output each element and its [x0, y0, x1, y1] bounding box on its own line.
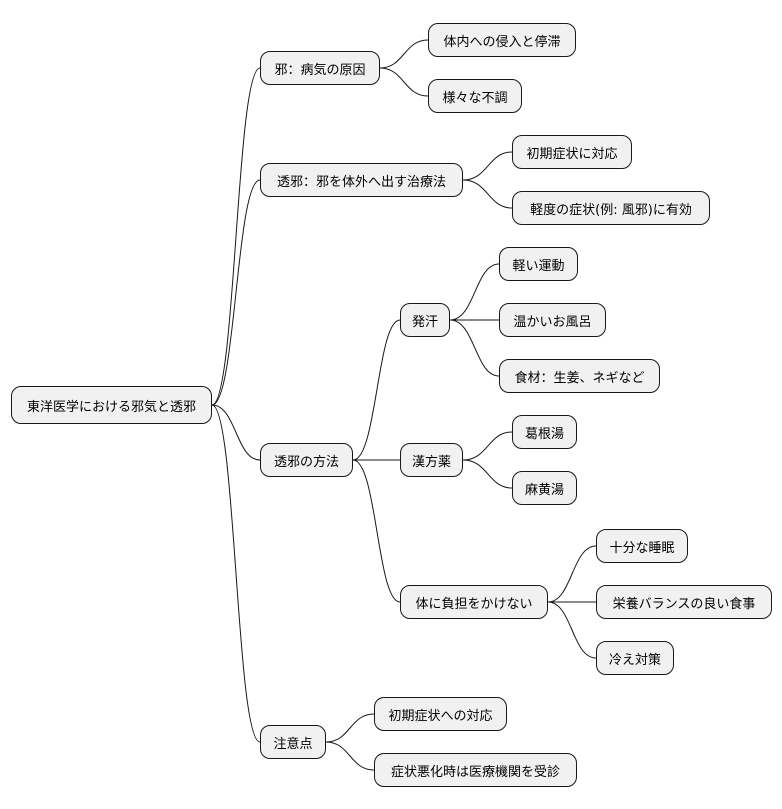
link: [325, 741, 375, 771]
link: [547, 545, 597, 603]
leaf-node: 麻黄湯: [512, 471, 577, 505]
leaf-node: 温かいお風呂: [499, 303, 606, 337]
leaf-node: 様々な不調: [428, 79, 522, 113]
branch-node-cause: 邪：病気の原因: [260, 51, 380, 85]
leaf-node: 十分な睡眠: [596, 529, 688, 563]
leaf-node: 食材：生姜、ネギなど: [499, 359, 660, 393]
leaf-node: 体内への侵入と停滞: [428, 23, 576, 57]
link: [325, 713, 375, 743]
root-node: 東洋医学における邪気と透邪: [11, 386, 212, 424]
link: [449, 319, 500, 377]
leaf-node: 症状悪化時は医療機関を受診: [374, 753, 577, 787]
sub-node-kampo: 漢方薬: [400, 443, 463, 477]
sub-node-care: 体に負担をかけない: [400, 585, 548, 619]
leaf-node: 冷え対策: [596, 641, 674, 675]
link: [352, 319, 401, 461]
branch-node-notes: 注意点: [260, 725, 326, 759]
link: [379, 39, 429, 69]
link: [462, 431, 513, 461]
link: [547, 601, 597, 659]
branch-node-therapy: 透邪：邪を体外へ出す治療法: [260, 163, 463, 197]
leaf-node: 初期症状への対応: [374, 697, 507, 731]
link: [379, 67, 429, 97]
link: [449, 263, 500, 321]
sub-node-sweat: 発汗: [400, 303, 450, 337]
link: [211, 404, 261, 461]
branch-node-methods: 透邪の方法: [260, 443, 353, 477]
leaf-node: 葛根湯: [512, 415, 577, 449]
link: [462, 459, 513, 489]
link: [462, 151, 513, 181]
leaf-node: 軽い運動: [499, 247, 578, 281]
leaf-node: 軽度の症状(例: 風邪)に有効: [512, 191, 710, 225]
link: [211, 179, 261, 406]
link: [211, 404, 261, 743]
leaf-node: 初期症状に対応: [512, 135, 632, 169]
link: [352, 459, 401, 603]
leaf-node: 栄養バランスの良い食事: [596, 585, 772, 619]
link: [211, 67, 261, 406]
link: [462, 179, 513, 209]
